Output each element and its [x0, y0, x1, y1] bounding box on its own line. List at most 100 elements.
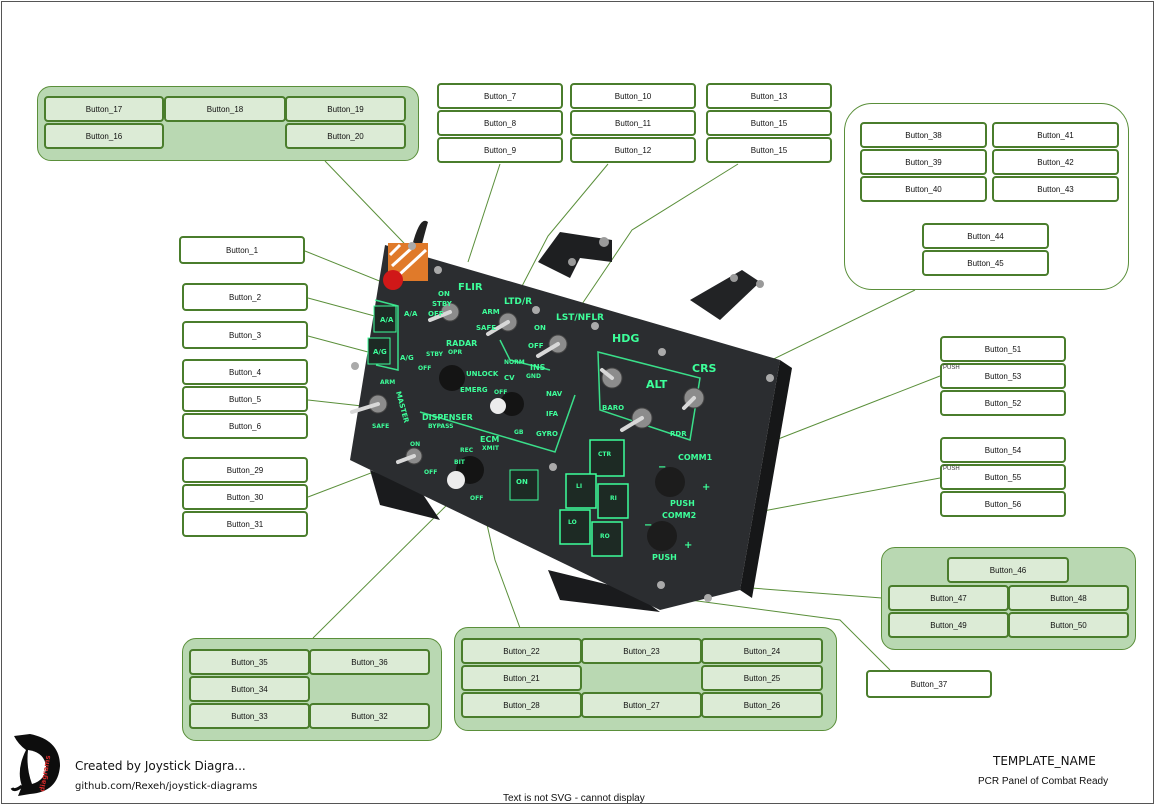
callout-button-13[interactable]: Button_13	[706, 83, 832, 109]
callout-button-26[interactable]: Button_26	[701, 692, 823, 718]
callout-button-55[interactable]: PUSH Button_55	[940, 464, 1066, 490]
label-opr: OPR	[448, 349, 462, 356]
callout-button-24[interactable]: Button_24	[701, 638, 823, 664]
label-aa: A/A	[380, 316, 394, 324]
label-off-6: OFF	[470, 495, 483, 502]
callout-button-42[interactable]: Button_42	[992, 149, 1119, 175]
callout-button-10[interactable]: Button_10	[570, 83, 696, 109]
callout-button-15[interactable]: Button_15	[706, 110, 832, 136]
label-baro: BARO	[602, 404, 624, 412]
callout-button-1[interactable]: Button_1	[179, 236, 305, 264]
leader-line	[519, 163, 609, 291]
label-rec: REC	[460, 447, 474, 454]
callout-button-15b[interactable]: Button_15	[706, 137, 832, 163]
label-gnd: GND	[526, 373, 541, 380]
callout-button-12[interactable]: Button_12	[570, 137, 696, 163]
callout-button-8[interactable]: Button_8	[437, 110, 563, 136]
hazard-stripe	[398, 248, 428, 276]
callout-button-34[interactable]: Button_34	[189, 676, 310, 702]
callout-button-5[interactable]: Button_5	[182, 386, 308, 412]
callout-button-11[interactable]: Button_11	[570, 110, 696, 136]
panel-body	[350, 245, 780, 610]
backlight-line	[374, 299, 399, 371]
label-ri: RI	[610, 495, 617, 502]
callout-button-20[interactable]: Button_20	[285, 123, 406, 149]
callout-button-16[interactable]: Button_16	[44, 123, 164, 149]
callout-button-39[interactable]: Button_39	[860, 149, 987, 175]
callout-button-53-label: Button_53	[984, 371, 1022, 381]
push-sublabel: PUSH	[943, 466, 960, 472]
panel-screw	[704, 594, 712, 602]
encoder-comm1	[655, 467, 685, 497]
callout-button-37[interactable]: Button_37	[866, 670, 992, 698]
callout-button-41[interactable]: Button_41	[992, 122, 1119, 148]
label-ro: RO	[600, 533, 610, 540]
callout-button-38[interactable]: Button_38	[860, 122, 987, 148]
panel-screw	[591, 322, 599, 330]
toggle-lever	[620, 416, 644, 432]
callout-button-30[interactable]: Button_30	[182, 484, 308, 510]
callout-button-3[interactable]: Button_3	[182, 321, 308, 349]
callout-button-21[interactable]: Button_21	[461, 665, 582, 691]
callout-button-25[interactable]: Button_25	[701, 665, 823, 691]
callout-button-54[interactable]: Button_54	[940, 437, 1066, 463]
callout-button-32[interactable]: Button_32	[309, 703, 430, 729]
button-group-22: Button_22 Button_23 Button_24 Button_21 …	[454, 627, 837, 731]
label-lo: LO	[568, 519, 577, 526]
callout-button-19[interactable]: Button_19	[285, 96, 406, 122]
callout-button-47[interactable]: Button_47	[888, 585, 1009, 611]
toggle-lever	[396, 454, 416, 464]
label-dispenser: DISPENSER	[422, 413, 473, 422]
callout-button-7[interactable]: Button_7	[437, 83, 563, 109]
knob-ins	[500, 392, 524, 416]
callout-button-9[interactable]: Button_9	[437, 137, 563, 163]
template-name: TEMPLATE_NAME	[993, 754, 1096, 768]
hazard-stripe	[388, 243, 402, 257]
callout-button-4[interactable]: Button_4	[182, 359, 308, 385]
callout-button-48[interactable]: Button_48	[1008, 585, 1129, 611]
callout-button-6[interactable]: Button_6	[182, 413, 308, 439]
button-on	[509, 469, 539, 501]
callout-button-35[interactable]: Button_35	[189, 649, 310, 675]
callout-button-27[interactable]: Button_27	[581, 692, 702, 718]
pad-lo	[559, 509, 591, 545]
callout-button-51[interactable]: Button_51	[940, 336, 1066, 362]
callout-button-40[interactable]: Button_40	[860, 176, 987, 202]
callout-button-43[interactable]: Button_43	[992, 176, 1119, 202]
callout-button-17[interactable]: Button_17	[44, 96, 164, 122]
callout-button-52[interactable]: Button_52	[940, 390, 1066, 416]
github-url[interactable]: github.com/Rexeh/joystick-diagrams	[75, 781, 258, 792]
label-unlock: UNLOCK	[466, 370, 499, 378]
toggle-lever	[600, 368, 614, 380]
pad-ro	[591, 521, 623, 557]
label-comm1: COMM1	[678, 453, 713, 462]
callout-button-18[interactable]: Button_18	[164, 96, 286, 122]
button-group-17: Button_17 Button_18 Button_19 Button_16 …	[37, 86, 419, 161]
callout-button-23[interactable]: Button_23	[581, 638, 702, 664]
label-ag-2: A/G	[400, 354, 414, 362]
callout-button-2[interactable]: Button_2	[182, 283, 308, 311]
panel-screw	[408, 242, 416, 250]
label-ag: A/G	[373, 348, 387, 356]
panel-screw	[657, 581, 665, 589]
callout-button-45[interactable]: Button_45	[922, 250, 1049, 276]
callout-button-28[interactable]: Button_28	[461, 692, 582, 718]
callout-button-36[interactable]: Button_36	[309, 649, 430, 675]
callout-button-31[interactable]: Button_31	[182, 511, 308, 537]
callout-button-53[interactable]: PUSH Button_53	[940, 363, 1066, 389]
label-minus: −	[658, 462, 666, 473]
callout-button-46[interactable]: Button_46	[947, 557, 1069, 583]
callout-button-22[interactable]: Button_22	[461, 638, 582, 664]
callout-button-55-label: Button_55	[984, 472, 1022, 482]
callout-button-44[interactable]: Button_44	[922, 223, 1049, 249]
callout-button-29[interactable]: Button_29	[182, 457, 308, 483]
callout-button-49[interactable]: Button_49	[888, 612, 1009, 638]
svg-warning: Text is not SVG - cannot display	[503, 793, 645, 804]
callout-button-50[interactable]: Button_50	[1008, 612, 1129, 638]
label-emerg: EMERG	[460, 386, 488, 394]
callout-button-33[interactable]: Button_33	[189, 703, 310, 729]
toggle-lever	[682, 396, 696, 410]
label-hdg: HDG	[612, 332, 639, 345]
callout-button-56[interactable]: Button_56	[940, 491, 1066, 517]
